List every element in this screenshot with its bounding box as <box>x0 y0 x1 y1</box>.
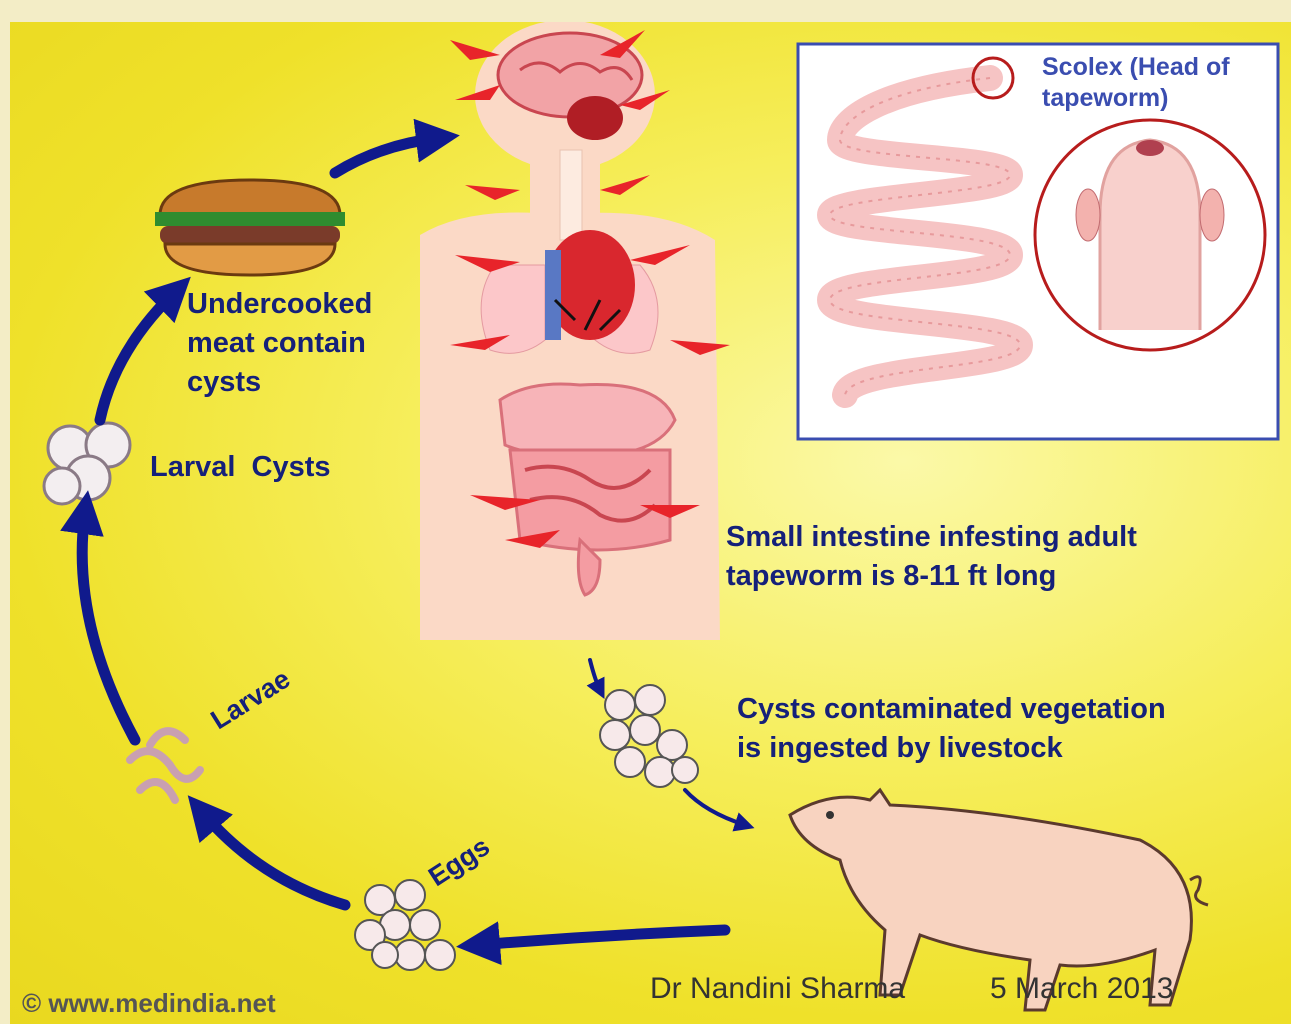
small-intestine-line-1: Small intestine infesting adult <box>726 518 1137 557</box>
presentation-date: 5 March 2013 <box>990 972 1173 1006</box>
larval-cysts-illustration <box>44 423 130 504</box>
burger-illustration <box>155 180 345 275</box>
scolex-line-1: Scolex (Head of <box>1042 52 1230 83</box>
cysts-vegetation-line-2: is ingested by livestock <box>737 729 1166 768</box>
contaminated-cysts-illustration <box>600 685 698 787</box>
arrow-to-meat <box>100 292 175 420</box>
undercooked-meat-line-1: Undercooked <box>187 285 372 324</box>
arrow-to-larvae <box>202 812 345 905</box>
arrow-to-eggs <box>478 930 725 945</box>
arrow-to-cysts <box>82 512 135 740</box>
undercooked-meat-line-3: cysts <box>187 363 372 402</box>
cysts-vegetation-line-1: Cysts contaminated vegetation <box>737 690 1166 729</box>
arrow-to-contaminated-cysts <box>590 660 600 690</box>
cysts-vegetation-label: Cysts contaminated vegetation is ingeste… <box>737 690 1166 768</box>
small-intestine-label: Small intestine infesting adult tapeworm… <box>726 518 1137 596</box>
undercooked-meat-line-2: meat contain <box>187 324 372 363</box>
author-name: Dr Nandini Sharma <box>650 972 905 1006</box>
arrow-to-human <box>335 138 438 173</box>
eggs-illustration <box>355 880 455 970</box>
arrow-to-livestock <box>685 790 745 825</box>
small-intestine-line-2: tapeworm is 8-11 ft long <box>726 557 1137 596</box>
larvae-illustration <box>130 731 200 800</box>
undercooked-meat-label: Undercooked meat contain cysts <box>187 285 372 402</box>
copyright-credit: © www.medindia.net <box>22 988 276 1019</box>
scolex-label: Scolex (Head of tapeworm) <box>1042 52 1230 114</box>
larval-cysts-label: Larval Cysts <box>150 448 331 487</box>
scolex-line-2: tapeworm) <box>1042 83 1230 114</box>
